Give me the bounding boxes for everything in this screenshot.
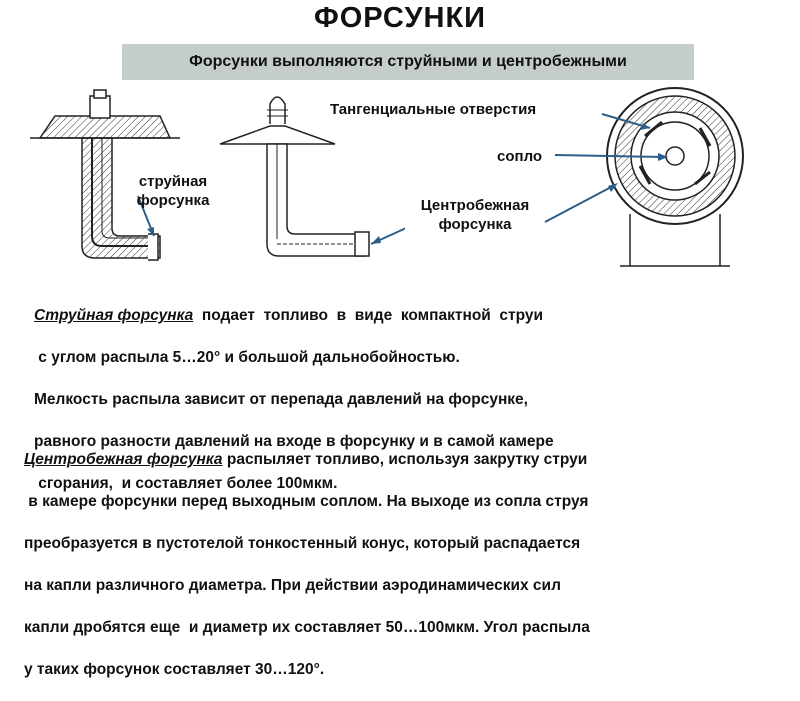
para1-line4: равного разности давлений на входе в фор… [34, 433, 554, 450]
para2-line5: капли дробятся еще и диаметр их составля… [24, 619, 590, 636]
jet-injector-label: струйная форсунка [118, 172, 228, 210]
banner-text: Форсунки выполняются струйными и центроб… [189, 53, 627, 70]
centrifugal-injector-label: Центробежная форсунка [400, 196, 550, 234]
centrifugal-injector-drawing [219, 96, 405, 257]
para1-line2: с углом распыла 5…20° и большой дальнобо… [34, 349, 460, 366]
para2-line6: у таких форсунок составляет 30…120°. [24, 661, 325, 678]
centrifugal-label-line2: форсунка [438, 216, 512, 233]
para1-line1: Струйная форсунка подает топливо в виде … [34, 305, 554, 326]
jet-injector-drawing [30, 89, 180, 261]
para1-line5: сгорания, и составляет более 100мкм. [34, 475, 338, 492]
para1-line1-rest: подает топливо в виде компактной струи [193, 307, 544, 324]
label-arrows [544, 113, 668, 223]
jet-injector-term: Струйная форсунка [34, 307, 194, 324]
jet-label-line1: струйная [138, 173, 208, 190]
tangential-holes-label: Тангенциальные отверстия [330, 101, 537, 118]
subtitle-banner: Форсунки выполняются струйными и центроб… [122, 44, 694, 80]
nozzle-label: сопло [497, 148, 543, 165]
para2-line1-rest: распыляет топливо, используя закрутку ст… [222, 451, 588, 468]
para1-line3: Мелкость распыла зависит от перепада дав… [34, 391, 528, 408]
centrifugal-injector-paragraph: Центробежная форсунка распыляет топливо,… [24, 428, 590, 701]
jet-injector-paragraph: Струйная форсунка подает топливо в виде … [34, 284, 554, 515]
para2-line3: преобразуется в пустотелой тонкостенный … [24, 535, 581, 552]
para2-line4: на капли различного диаметра. При действ… [24, 577, 561, 594]
centrifugal-injector-term: Центробежная форсунка [24, 451, 223, 468]
page-title: ФОРСУНКИ [313, 2, 487, 34]
para2-line2: в камере форсунки перед выходным соплом.… [24, 493, 589, 510]
centrifugal-label-line1: Центробежная [420, 197, 530, 214]
jet-label-line2: форсунка [136, 192, 210, 209]
para2-line1: Центробежная форсунка распыляет топливо,… [24, 449, 590, 470]
